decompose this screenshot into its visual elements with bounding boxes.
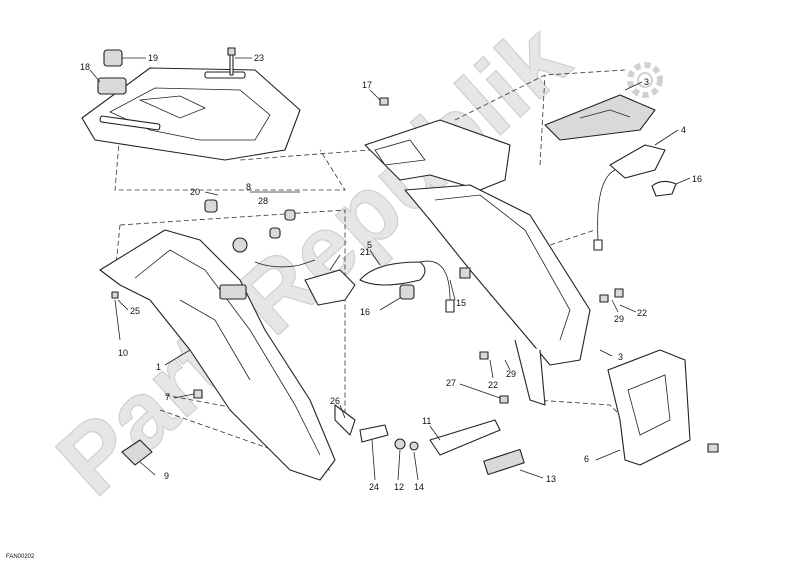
callout-label: 26 [330,396,340,406]
rear-mudguard-support [364,119,591,406]
callout-label: 25 [130,306,140,316]
callout-label: 23 [254,53,264,63]
callout-label: 1 [156,362,161,372]
license-plate-holder [607,349,691,466]
callout-label: 20 [190,187,200,197]
callout-label: 12 [394,482,404,492]
rear-rack [81,67,301,161]
callout-label: 18 [80,62,90,72]
callout-label: 13 [546,474,556,484]
callout-label: 29 [506,369,516,379]
leader-lines [89,57,691,481]
callout-label: 24 [369,482,379,492]
callout-label: 15 [456,298,466,308]
callout-label: 28 [258,196,268,206]
callout-label: 6 [584,454,589,464]
callout-label: 27 [446,378,456,388]
turn-signal-bulb [651,180,677,197]
drawing-code: FAN00202 [6,554,35,560]
callout-label: 14 [414,482,424,492]
callout-label: 5 [367,240,372,250]
callout-label: 19 [148,53,158,63]
callout-label: 3 [644,77,649,87]
callout-label: 29 [614,314,624,324]
callout-label: 9 [164,471,169,481]
callout-labels: 19 23 18 17 3 4 16 20 8 28 21 5 16 15 25… [80,53,702,492]
callout-label: 3 [618,352,623,362]
electrical-connector [232,237,356,306]
callout-label: 22 [637,308,647,318]
callout-label: 21 [360,247,370,257]
callout-label: 10 [118,348,128,358]
turn-signal-right [593,144,666,251]
license-plate-light [429,419,525,476]
inner-mudguard [99,229,336,481]
rack-bolt [227,47,236,76]
tail-lamp [544,94,656,141]
callout-label: 7 [165,392,170,402]
callout-label: 4 [681,125,686,135]
callout-label: 16 [360,307,370,317]
turn-signal-left [359,260,455,313]
callout-label: 22 [488,380,498,390]
brackets-small [334,404,419,451]
callout-label: 17 [362,80,372,90]
gear-icon [627,62,663,98]
rack-knob [97,49,127,95]
callout-label: 16 [692,174,702,184]
assembly-guide-lines [114,69,641,471]
callout-label: 8 [246,182,251,192]
callout-label: 11 [422,416,431,426]
latch-cover [121,439,153,466]
screws [111,97,719,453]
